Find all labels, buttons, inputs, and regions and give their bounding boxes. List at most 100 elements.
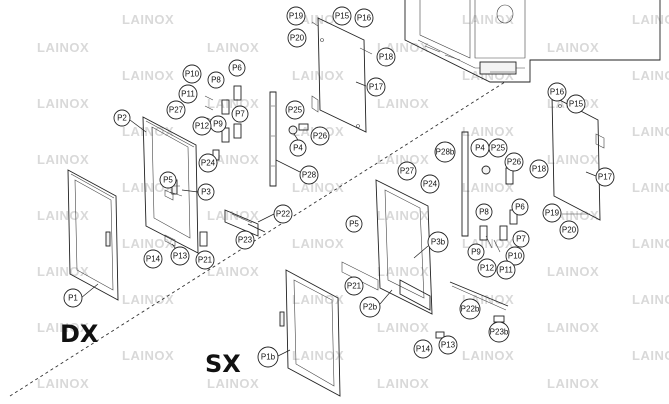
callout-p8: P8 xyxy=(207,71,225,89)
callout-p24: P24 xyxy=(198,153,218,173)
callout-p1: P1 xyxy=(63,288,83,308)
callout-p15-sx: P15 xyxy=(566,94,586,114)
callout-p3: P3 xyxy=(197,183,215,201)
svg-text:P19: P19 xyxy=(289,12,304,21)
watermark: LAINOX xyxy=(632,68,669,83)
callout-p26-sx: P26 xyxy=(504,152,524,172)
callout-p8-sx: P8 xyxy=(475,203,493,221)
svg-text:P23: P23 xyxy=(238,236,253,245)
callout-p20-sx: P20 xyxy=(559,220,579,240)
callout-p28b: P28b xyxy=(434,141,456,163)
svg-text:P5: P5 xyxy=(349,220,359,229)
watermark: LAINOX xyxy=(462,124,514,139)
callout-p9-sx: P9 xyxy=(467,243,485,261)
dx-door-assembly xyxy=(67,85,309,301)
callout-p16-sx: P16 xyxy=(547,82,567,102)
svg-text:P9: P9 xyxy=(471,248,481,257)
watermark: LAINOX xyxy=(37,376,89,391)
callout-p25: P25 xyxy=(285,100,305,120)
svg-text:P6: P6 xyxy=(232,64,242,73)
svg-text:P18: P18 xyxy=(532,165,547,174)
callout-p23b: P23b xyxy=(488,321,510,343)
callout-p2b: P2b xyxy=(359,296,381,318)
watermark: LAINOX xyxy=(122,236,174,251)
callout-p2: P2 xyxy=(113,109,131,127)
callout-p14: P14 xyxy=(143,249,163,269)
watermark: LAINOX xyxy=(632,236,669,251)
watermark: LAINOX xyxy=(207,152,259,167)
svg-text:P10: P10 xyxy=(508,252,523,261)
callout-p7-sx: P7 xyxy=(512,230,530,248)
callout-p16: P16 xyxy=(354,8,374,28)
svg-text:P10: P10 xyxy=(185,70,200,79)
svg-text:P15: P15 xyxy=(569,100,584,109)
watermark: LAINOX xyxy=(377,208,429,223)
watermark: LAINOX xyxy=(632,124,669,139)
callout-p18-sx: P18 xyxy=(529,159,549,179)
callout-p6: P6 xyxy=(228,59,246,77)
watermark: LAINOX xyxy=(37,40,89,55)
watermark: LAINOX xyxy=(377,96,429,111)
callout-p18: P18 xyxy=(376,47,396,67)
svg-text:P28: P28 xyxy=(302,171,317,180)
svg-text:P22: P22 xyxy=(276,210,291,219)
callout-p15: P15 xyxy=(332,6,352,26)
svg-text:P27: P27 xyxy=(400,167,415,176)
sx-side-label: SX xyxy=(205,350,241,378)
svg-text:P20: P20 xyxy=(562,226,577,235)
watermark: LAINOX xyxy=(207,376,259,391)
svg-text:P8: P8 xyxy=(479,208,489,217)
watermark: LAINOX xyxy=(632,180,669,195)
watermark: LAINOX xyxy=(547,264,599,279)
svg-text:P18: P18 xyxy=(379,53,394,62)
callout-p4: P4 xyxy=(289,139,307,157)
watermark: LAINOX xyxy=(37,152,89,167)
callout-p21-sx: P21 xyxy=(344,276,364,296)
callout-p23: P23 xyxy=(235,230,255,250)
svg-text:P12: P12 xyxy=(480,264,495,273)
watermark: LAINOX xyxy=(37,208,89,223)
svg-text:P4: P4 xyxy=(475,144,485,153)
svg-text:P24: P24 xyxy=(423,180,438,189)
watermark: LAINOX xyxy=(122,124,174,139)
callout-p25-sx: P25 xyxy=(488,138,508,158)
watermark-layer: LAINOX LAINOX LAINOX LAINOX LAINOX LAINO… xyxy=(37,12,669,391)
watermark: LAINOX xyxy=(37,264,89,279)
callout-p10: P10 xyxy=(182,64,202,84)
watermark: LAINOX xyxy=(122,12,174,27)
watermark: LAINOX xyxy=(292,292,344,307)
svg-text:P12: P12 xyxy=(195,122,210,131)
svg-text:P20: P20 xyxy=(290,34,305,43)
svg-text:P7: P7 xyxy=(516,235,526,244)
watermark: LAINOX xyxy=(207,264,259,279)
callout-p12: P12 xyxy=(192,116,212,136)
watermark: LAINOX xyxy=(292,180,344,195)
watermark: LAINOX xyxy=(462,348,514,363)
svg-text:P1: P1 xyxy=(68,294,78,303)
svg-text:P8: P8 xyxy=(211,76,221,85)
svg-text:P13: P13 xyxy=(441,341,456,350)
watermark: LAINOX xyxy=(207,40,259,55)
callout-p21: P21 xyxy=(195,250,215,270)
watermark: LAINOX xyxy=(377,320,429,335)
svg-text:P11: P11 xyxy=(181,90,195,99)
callout-p17: P17 xyxy=(366,77,386,97)
sx-door-assembly xyxy=(279,131,518,397)
svg-text:P28b: P28b xyxy=(436,148,455,157)
svg-text:P15: P15 xyxy=(335,12,350,21)
svg-text:P4: P4 xyxy=(293,144,303,153)
callout-p19-sx: P19 xyxy=(542,203,562,223)
dx-sx-divider xyxy=(9,81,506,397)
watermark: LAINOX xyxy=(632,12,669,27)
callout-p22: P22 xyxy=(273,204,293,224)
watermark: LAINOX xyxy=(547,376,599,391)
watermark: LAINOX xyxy=(632,292,669,307)
callout-p6-sx: P6 xyxy=(511,198,529,216)
svg-text:P19: P19 xyxy=(545,209,560,218)
callout-p13-sx: P13 xyxy=(438,335,458,355)
watermark: LAINOX xyxy=(377,264,429,279)
sx-back-plate xyxy=(551,95,605,221)
svg-text:P24: P24 xyxy=(201,159,216,168)
